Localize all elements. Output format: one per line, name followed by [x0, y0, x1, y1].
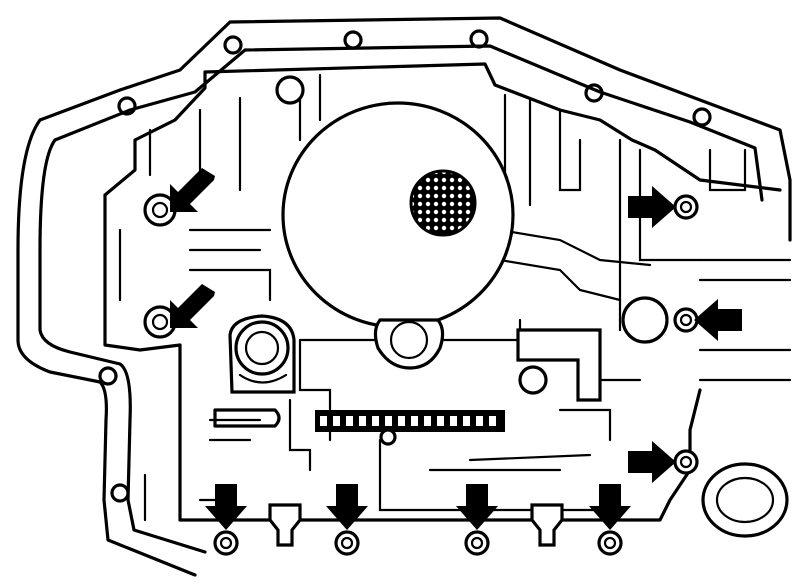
- bolt-upper-right: [673, 194, 699, 220]
- arrow-upper-left: [170, 168, 215, 212]
- arrow-bottom-2: [326, 484, 368, 530]
- pan-flange-outline: [16, 16, 792, 577]
- bolt-bottom-4: [597, 530, 623, 556]
- arrow-middle-right: [694, 299, 742, 341]
- strainer-neck: [373, 318, 445, 370]
- bolt-middle-left: [143, 305, 177, 339]
- bolt-bottom-3: [464, 530, 490, 556]
- arrow-bottom-4: [589, 484, 631, 530]
- oil-strainer: [281, 101, 515, 329]
- bolt-lower-right: [673, 449, 699, 475]
- pan-flange-inner: [38, 44, 764, 554]
- valve-body-bolts: [143, 193, 699, 556]
- retainer-tabs: [268, 503, 564, 547]
- detent-lever: [516, 328, 602, 402]
- bolt-middle-right: [673, 307, 699, 333]
- arrow-upper-right: [628, 186, 676, 228]
- bolt-bottom-1: [213, 530, 239, 556]
- bolt-bottom-2: [334, 530, 360, 556]
- bolt-locator-arrows: [170, 168, 742, 530]
- arrow-bottom-1: [205, 484, 247, 530]
- arrow-bottom-3: [456, 484, 498, 530]
- arrow-lower-right: [628, 441, 676, 483]
- arrow-middle-left: [170, 284, 215, 328]
- strainer-mesh-screen: [409, 169, 477, 237]
- manual-valve: [213, 408, 281, 428]
- flange-bolt-holes: [98, 29, 712, 503]
- detent-rack: [315, 410, 505, 446]
- bolt-top-left: [275, 75, 305, 105]
